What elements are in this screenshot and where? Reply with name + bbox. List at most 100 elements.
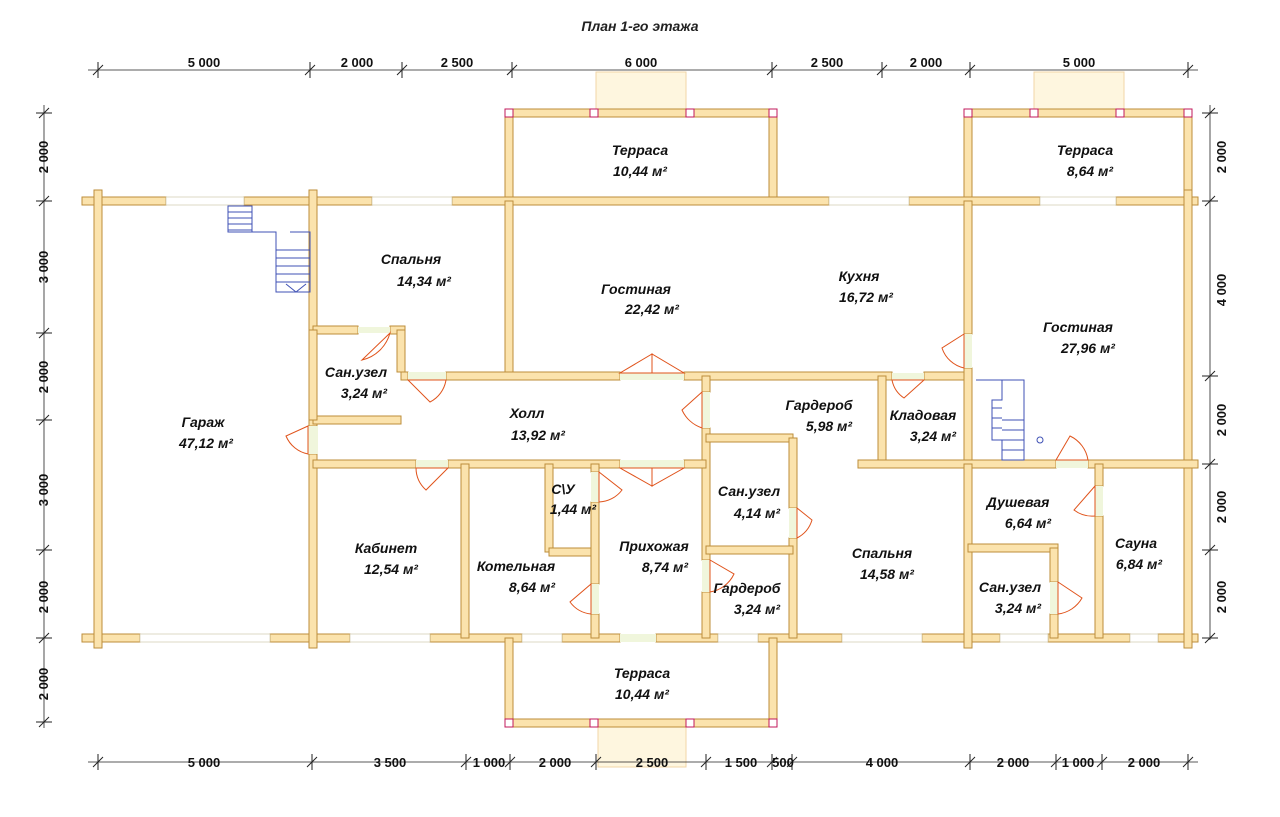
room-name: Гостиная: [1043, 319, 1113, 335]
wall-segment: [93, 189, 103, 649]
wall-segment: [308, 453, 318, 649]
room-name: Терраса: [614, 665, 670, 681]
room-name: Сан.узел: [718, 483, 780, 499]
wall-segment: [908, 196, 1041, 206]
room-bathroom-center: Сан.узел 4,14 м²: [718, 483, 781, 521]
staircase: [976, 379, 1044, 461]
wall-segment: [590, 463, 600, 473]
wall-segment: [788, 437, 798, 509]
room-area: 6,64 м²: [1005, 515, 1051, 531]
wall-segment: [701, 375, 711, 393]
dim-label: 500: [772, 755, 794, 770]
wall-segment: [590, 613, 600, 639]
room-wardrobe-large: Гардероб 5,98 м²: [786, 397, 853, 434]
room-name: Котельная: [477, 558, 555, 574]
dim-label: 2 000: [36, 581, 51, 614]
plan-title: План 1-го этажа: [581, 18, 698, 34]
room-area: 14,58 м²: [860, 566, 914, 582]
wall-segment: [504, 108, 778, 118]
wall-segment: [445, 371, 621, 381]
wall-segment: [81, 633, 141, 643]
wall-segment: [768, 637, 778, 728]
dim-label: 1 000: [473, 755, 506, 770]
dim-label: 4 000: [866, 755, 899, 770]
wall-segment: [963, 463, 973, 649]
wall-segment: [400, 371, 409, 381]
room-area: 13,92 м²: [511, 427, 565, 443]
room-labels: Терраса 10,44 м² Терраса 8,64 м² Спальня…: [178, 142, 1162, 702]
dim-label: 2 000: [1214, 404, 1229, 437]
wall-segment: [396, 329, 406, 373]
room-kitchen: Кухня 16,72 м²: [839, 268, 894, 305]
dim-label: 2 500: [811, 55, 844, 70]
dim-label: 3 000: [36, 474, 51, 507]
wall-segment: [768, 112, 778, 202]
room-area: 8,64 м²: [509, 579, 555, 595]
room-name: Холл: [509, 405, 545, 421]
room-name: Терраса: [1057, 142, 1113, 158]
wall-segment: [967, 543, 1059, 553]
wall-segment: [504, 637, 514, 728]
wall-segment: [243, 196, 373, 206]
wall-segment: [963, 108, 1193, 118]
wall-segment: [1094, 515, 1104, 639]
room-study: Кабинет 12,54 м²: [355, 540, 418, 577]
room-area: 22,42 м²: [624, 301, 679, 317]
room-area: 3,24 м²: [734, 601, 780, 617]
wall-segment: [877, 375, 887, 465]
windows: [139, 196, 1159, 643]
room-name: Душевая: [986, 494, 1050, 510]
wall-segment: [705, 433, 794, 443]
wall-segment: [857, 459, 1057, 469]
dim-label: 3 000: [36, 251, 51, 284]
room-terrace-top-left: Терраса 10,44 м²: [612, 142, 668, 179]
wall-segment: [312, 325, 359, 335]
terrace-posts: [504, 108, 1193, 728]
room-garage: Гараж 47,12 м²: [178, 414, 233, 451]
room-name: Сан.узел: [979, 579, 1041, 595]
dim-label: 6 000: [625, 55, 658, 70]
room-hall: Холл 13,92 м²: [509, 405, 566, 443]
wall-segment: [312, 459, 417, 469]
room-name: Гостиная: [601, 281, 671, 297]
dim-label: 2 500: [636, 755, 669, 770]
wall-segment: [705, 545, 794, 555]
dimension-lines: [36, 62, 1218, 770]
room-area: 12,54 м²: [364, 561, 418, 577]
room-name: Сауна: [1115, 535, 1157, 551]
dim-label: 5 000: [1063, 55, 1096, 70]
wall-segment: [1183, 189, 1193, 649]
room-sauna: Сауна 6,84 м²: [1115, 535, 1162, 572]
dim-label: 3 500: [374, 755, 407, 770]
room-area: 1,44 м²: [550, 501, 596, 517]
room-area: 4,14 м²: [733, 505, 780, 521]
room-area: 3,24 м²: [910, 428, 956, 444]
dim-label: 2 000: [539, 755, 572, 770]
dim-label: 2 000: [36, 141, 51, 174]
walls: [81, 108, 1199, 728]
room-bedroom-north: Спальня 14,34 м²: [381, 251, 451, 289]
room-bedroom-south: Спальня 14,58 м²: [852, 545, 914, 582]
dim-label: 1 000: [1062, 755, 1095, 770]
room-area: 16,72 м²: [839, 289, 893, 305]
door-openings: [308, 327, 1103, 642]
dimension-bottom: 5 000 3 500 1 000 2 000 2 500 1 500 500 …: [188, 755, 1161, 770]
room-terrace-top-right: Терраса 8,64 м²: [1057, 142, 1114, 179]
room-name: С\У: [551, 481, 576, 497]
dim-label: 2 000: [36, 668, 51, 701]
wall-segment: [312, 415, 402, 425]
room-living-east: Гостиная 27,96 м²: [1043, 319, 1115, 356]
room-name: Гардероб: [786, 397, 853, 413]
dim-label: 2 000: [997, 755, 1030, 770]
room-name: Спальня: [381, 251, 441, 267]
dim-label: 4 000: [1214, 274, 1229, 307]
room-living-central: Гостиная 22,42 м²: [601, 281, 679, 317]
wall-segment: [921, 633, 1001, 643]
door-swings: [285, 331, 1096, 615]
wall-segment: [504, 112, 514, 202]
room-name: Спальня: [852, 545, 912, 561]
wall-segment: [1094, 463, 1104, 487]
dimension-left: 2 000 3 000 2 000 3 000 2 000 2 000: [36, 141, 51, 701]
wall-segment: [1049, 547, 1059, 583]
